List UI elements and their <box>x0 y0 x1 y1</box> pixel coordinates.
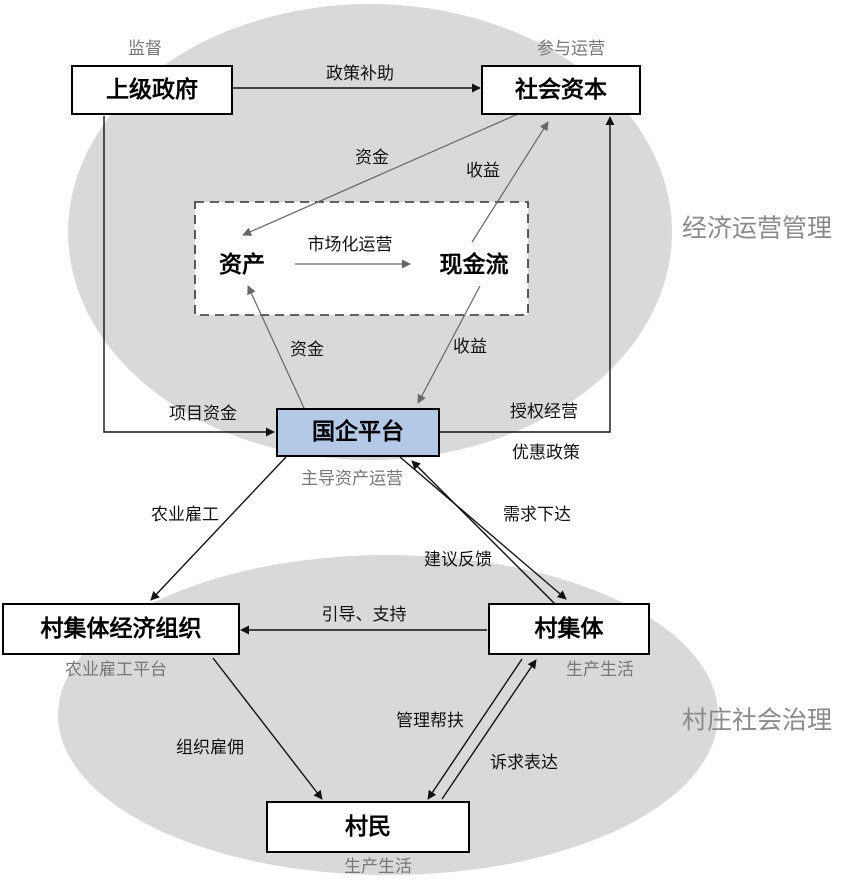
collective-node: 村集体 <box>488 603 650 655</box>
villager-sub-label: 生产生活 <box>344 857 412 877</box>
organize-hire-arrow <box>212 657 323 800</box>
agri-hire-label: 农业雇工 <box>151 505 219 525</box>
platform-node: 国企平台 <box>276 408 440 457</box>
capital-funds-label: 资金 <box>355 148 389 168</box>
villager-label: 村民 <box>345 814 391 840</box>
project-funds-label: 项目资金 <box>169 404 237 424</box>
market-ops-box <box>194 201 529 316</box>
platform-label: 国企平台 <box>312 418 404 445</box>
villager-node: 村民 <box>266 801 470 853</box>
platform-funds-label: 资金 <box>290 340 324 360</box>
org-sub-label: 农业雇工平台 <box>65 660 167 680</box>
preferential-policy-label: 优惠政策 <box>512 443 580 463</box>
gov-label: 上级政府 <box>106 76 198 103</box>
platform-funds-arrow <box>247 285 305 409</box>
manage-help-arrow <box>427 658 523 800</box>
feedback-arrow <box>411 460 558 607</box>
region-label-village: 村庄社会治理 <box>682 706 832 735</box>
authorized-ops-label: 授权经营 <box>510 402 578 422</box>
capital-income-arrow <box>471 121 549 243</box>
demand-down-arrow <box>399 456 567 600</box>
appeal-label: 诉求表达 <box>490 753 558 773</box>
capital-label: 社会资本 <box>515 76 607 103</box>
platform-sub-label: 主导资产运营 <box>301 469 403 489</box>
platform-income-label: 收益 <box>453 337 487 357</box>
guide-support-label: 引导、支持 <box>322 605 407 625</box>
gov-sub-label: 监督 <box>128 39 162 59</box>
capital-funds-arrow <box>242 113 519 236</box>
region-label-economic: 经济运营管理 <box>682 214 832 243</box>
policy-subsidy-label: 政策补助 <box>326 64 394 84</box>
org-node: 村集体经济组织 <box>2 603 240 655</box>
appeal-arrow <box>441 659 537 800</box>
org-label: 村集体经济组织 <box>41 615 202 642</box>
project-funds-arrow <box>103 116 275 437</box>
cashflow-label: 现金流 <box>440 251 509 278</box>
capital-node: 社会资本 <box>481 65 641 115</box>
feedback-label: 建议反馈 <box>424 550 492 570</box>
capital-income-label: 收益 <box>466 161 500 181</box>
capital-sub-label: 参与运营 <box>537 39 605 59</box>
platform-income-arrow <box>417 285 481 404</box>
assets-label: 资产 <box>219 251 265 278</box>
authorized-ops-arrow <box>440 116 615 433</box>
demand-down-label: 需求下达 <box>503 505 571 525</box>
agri-hire-arrow <box>150 456 287 601</box>
gov-node: 上级政府 <box>71 65 233 115</box>
collective-sub-label: 生产生活 <box>566 660 634 680</box>
manage-help-label: 管理帮扶 <box>396 711 464 731</box>
collective-label: 村集体 <box>535 615 605 642</box>
organize-hire-label: 组织雇佣 <box>176 738 244 758</box>
market-ops-label: 市场化运营 <box>308 235 393 255</box>
